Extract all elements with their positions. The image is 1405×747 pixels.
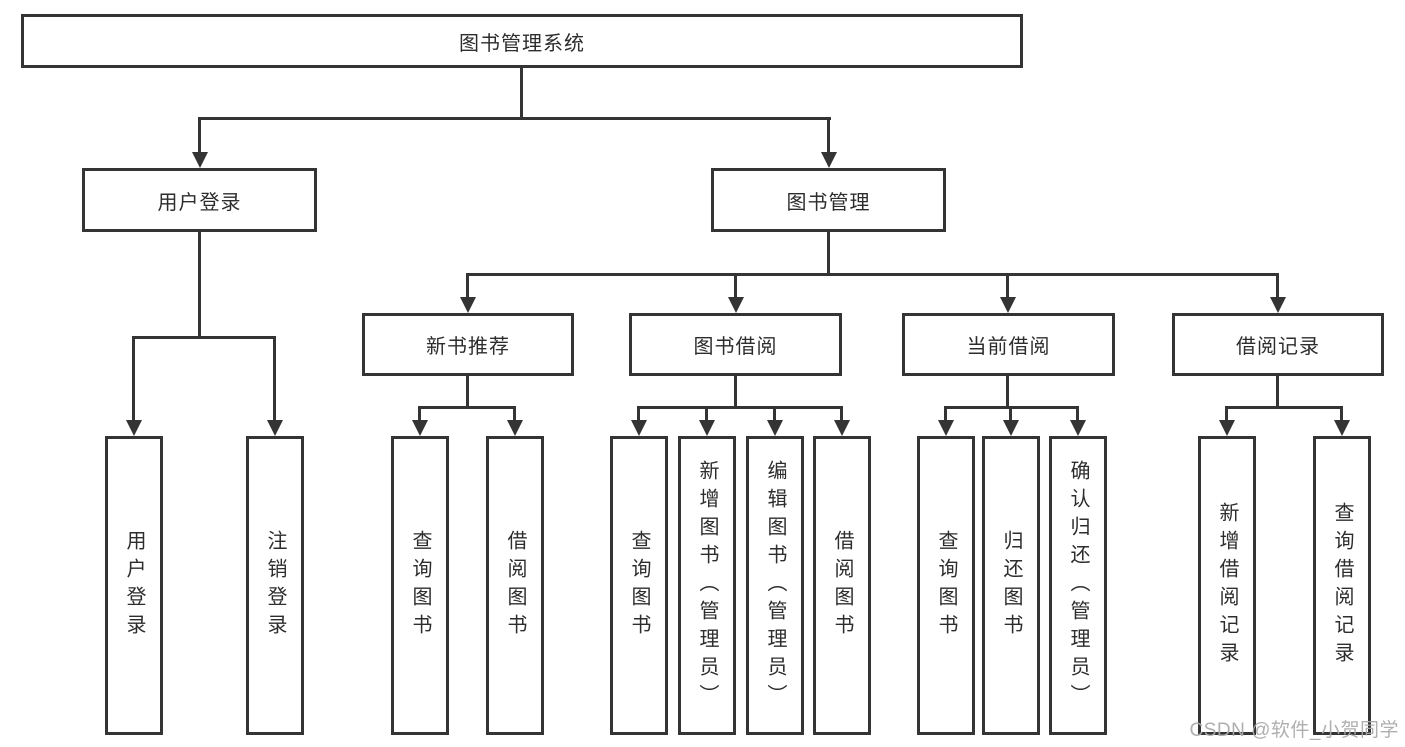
leaf-user-login: 用户登录 bbox=[105, 436, 163, 735]
arrowhead-down-icon bbox=[1270, 297, 1286, 313]
arrowhead-down-icon bbox=[631, 420, 647, 436]
leaf-return-books: 归还图书 bbox=[982, 436, 1040, 735]
connector-line bbox=[520, 68, 523, 117]
leaf-query-books-2: 查询图书 bbox=[610, 436, 668, 735]
leaf-confirm-return-admin: 确认归还（管理员） bbox=[1049, 436, 1107, 735]
node-book-management: 图书管理 bbox=[711, 168, 946, 232]
connector-line bbox=[637, 406, 842, 409]
arrowhead-down-icon bbox=[767, 420, 783, 436]
arrowhead-down-icon bbox=[1219, 420, 1235, 436]
connector-line bbox=[1225, 406, 1228, 422]
leaf-borrow-books-2: 借阅图书 bbox=[813, 436, 871, 735]
connector-line bbox=[944, 406, 947, 422]
connector-line bbox=[273, 336, 276, 422]
arrowhead-down-icon bbox=[728, 297, 744, 313]
connector-line bbox=[513, 406, 516, 422]
connector-line bbox=[637, 406, 640, 422]
leaf-add-borrow-record-label: 新增借阅记录 bbox=[1216, 501, 1238, 670]
connector-line bbox=[1225, 406, 1343, 409]
node-user-login-label: 用户登录 bbox=[157, 191, 242, 214]
connector-line bbox=[466, 376, 469, 406]
connector-line bbox=[132, 336, 135, 422]
leaf-borrow-books-2-label: 借阅图书 bbox=[831, 529, 853, 642]
connector-line bbox=[418, 406, 421, 422]
arrowhead-down-icon bbox=[1003, 420, 1019, 436]
leaf-logout: 注销登录 bbox=[246, 436, 304, 735]
node-root: 图书管理系统 bbox=[21, 14, 1023, 68]
leaf-edit-books-admin-label: 编辑图书（管理员） bbox=[764, 459, 786, 712]
leaf-query-books-3-label: 查询图书 bbox=[935, 529, 957, 642]
connector-line bbox=[827, 117, 830, 154]
node-book-borrowing: 图书借阅 bbox=[629, 313, 842, 376]
node-current-borrowing-label: 当前借阅 bbox=[966, 336, 1051, 358]
leaf-user-login-label: 用户登录 bbox=[123, 529, 145, 642]
leaf-query-books-1: 查询图书 bbox=[391, 436, 449, 735]
leaf-query-borrow-record: 查询借阅记录 bbox=[1313, 436, 1371, 735]
leaf-query-books-1-label: 查询图书 bbox=[409, 529, 431, 642]
node-book-borrowing-label: 图书借阅 bbox=[693, 336, 778, 358]
leaf-edit-books-admin: 编辑图书（管理员） bbox=[746, 436, 804, 735]
arrowhead-down-icon bbox=[834, 420, 850, 436]
connector-line bbox=[705, 406, 708, 422]
arrowhead-down-icon bbox=[126, 420, 142, 436]
connector-line bbox=[198, 117, 201, 154]
leaf-query-borrow-record-label: 查询借阅记录 bbox=[1331, 501, 1353, 670]
connector-line bbox=[827, 232, 830, 273]
connector-line bbox=[198, 117, 831, 120]
node-current-borrowing: 当前借阅 bbox=[902, 313, 1115, 376]
connector-line bbox=[466, 273, 1279, 276]
arrowhead-down-icon bbox=[267, 420, 283, 436]
leaf-borrow-books-1: 借阅图书 bbox=[486, 436, 544, 735]
arrowhead-down-icon bbox=[412, 420, 428, 436]
arrowhead-down-icon bbox=[938, 420, 954, 436]
leaf-query-books-2-label: 查询图书 bbox=[628, 529, 650, 642]
connector-line bbox=[1006, 273, 1009, 299]
node-user-login: 用户登录 bbox=[82, 168, 317, 232]
leaf-add-books-admin: 新增图书（管理员） bbox=[678, 436, 736, 735]
connector-line bbox=[132, 336, 276, 339]
arrowhead-down-icon bbox=[507, 420, 523, 436]
leaf-confirm-return-admin-label: 确认归还（管理员） bbox=[1067, 459, 1089, 712]
node-borrow-records: 借阅记录 bbox=[1172, 313, 1384, 376]
connector-line bbox=[1006, 376, 1009, 406]
connector-line bbox=[418, 406, 516, 409]
arrowhead-down-icon bbox=[192, 152, 208, 168]
connector-line bbox=[840, 406, 843, 422]
arrowhead-down-icon bbox=[699, 420, 715, 436]
connector-line bbox=[1009, 406, 1012, 422]
connector-line bbox=[773, 406, 776, 422]
leaf-query-books-3: 查询图书 bbox=[917, 436, 975, 735]
leaf-return-books-label: 归还图书 bbox=[1000, 529, 1022, 642]
node-root-label: 图书管理系统 bbox=[459, 32, 585, 55]
csdn-watermark: CSDN @软件_小贺同学 bbox=[1189, 720, 1399, 741]
connector-line bbox=[1276, 376, 1279, 406]
node-book-management-label: 图书管理 bbox=[786, 191, 871, 214]
arrowhead-down-icon bbox=[1334, 420, 1350, 436]
arrowhead-down-icon bbox=[1000, 297, 1016, 313]
connector-line bbox=[466, 273, 469, 299]
arrowhead-down-icon bbox=[460, 297, 476, 313]
leaf-logout-label: 注销登录 bbox=[264, 529, 286, 642]
connector-line bbox=[1076, 406, 1079, 422]
leaf-add-borrow-record: 新增借阅记录 bbox=[1198, 436, 1256, 735]
node-new-book-recommend-label: 新书推荐 bbox=[426, 336, 510, 358]
node-borrow-records-label: 借阅记录 bbox=[1236, 336, 1320, 358]
connector-line bbox=[1276, 273, 1279, 299]
arrowhead-down-icon bbox=[821, 152, 837, 168]
leaf-add-books-admin-label: 新增图书（管理员） bbox=[696, 459, 718, 712]
connector-line bbox=[1340, 406, 1343, 422]
node-new-book-recommend: 新书推荐 bbox=[362, 313, 574, 376]
leaf-borrow-books-1-label: 借阅图书 bbox=[504, 529, 526, 642]
connector-line bbox=[734, 273, 737, 299]
connector-line bbox=[198, 232, 201, 336]
arrowhead-down-icon bbox=[1070, 420, 1086, 436]
connector-line bbox=[734, 376, 737, 406]
